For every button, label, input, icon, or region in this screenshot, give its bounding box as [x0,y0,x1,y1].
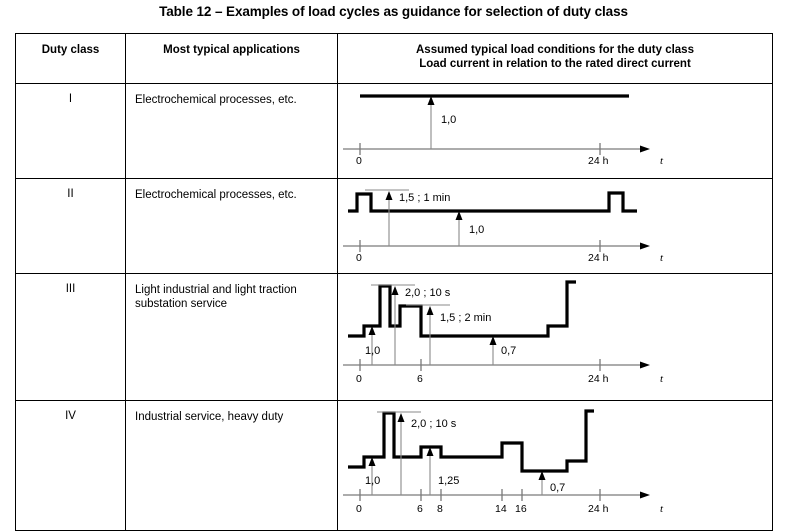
table-12: Duty class Most typical applications Ass… [15,33,773,531]
annotation-3-3: 0,7 [501,345,516,357]
duty-class-3: III [15,273,126,401]
annotation-2-0: 1,5 ; 1 min [399,192,450,204]
load-cycle-chart-4: 0 6 8 14 16 24 h t 1,0 2,0 [337,400,773,531]
tick-label-14: 14 [495,503,507,515]
annotation-4-2: 1,0 [365,475,380,487]
tick-label-0: 0 [356,373,362,385]
tick-label-6: 6 [417,503,423,515]
tick-label-16: 16 [515,503,527,515]
tick-label-24h: 24 h [588,373,609,385]
header-load-conditions-line1: Assumed typical load conditions for the … [416,44,694,56]
table-header-row: Duty class Most typical applications Ass… [15,33,773,84]
duty-class-1: I [15,83,126,179]
tick-label-24h: 24 h [588,252,609,262]
annotation-3-0: 2,0 ; 10 s [405,287,451,299]
application-4: Industrial service, heavy duty [125,400,338,531]
table-row: IV Industrial service, heavy duty 0 6 [15,400,773,531]
axis-variable-t: t [660,373,664,385]
annotation-1-0: 1,0 [441,114,456,126]
header-duty-class: Duty class [15,33,126,84]
header-load-conditions: Assumed typical load conditions for the … [337,33,773,84]
load-cycle-chart-3: 0 6 24 h t 1,0 2,0 ; 10 s [337,273,773,401]
table-row: III Light industrial and light traction … [15,273,773,401]
tick-label-0: 0 [356,252,362,262]
header-applications: Most typical applications [125,33,338,84]
tick-label-0: 0 [356,155,362,167]
axis-variable-t: t [660,503,664,515]
tick-label-8: 8 [437,503,443,515]
annotation-4-1: 1,25 [438,475,459,487]
load-cycle-chart-2: 0 24 h t 1,5 ; 1 min 1,0 [337,178,773,274]
duty-class-4: IV [15,400,126,531]
page-title: Table 12 – Examples of load cycles as gu… [159,4,628,19]
tick-label-24h: 24 h [588,155,609,167]
tick-label-6: 6 [417,373,423,385]
axis-variable-t: t [660,252,664,262]
document-page: Table 12 – Examples of load cycles as gu… [15,4,773,531]
application-3: Light industrial and light traction subs… [125,273,338,401]
annotation-3-2: 1,0 [365,345,380,357]
table-row: II Electrochemical processes, etc. 0 24 … [15,178,773,274]
annotation-3-1: 1,5 ; 2 min [440,312,491,324]
annotation-2-1: 1,0 [469,224,484,236]
duty-class-2: II [15,178,126,274]
tick-label-0: 0 [356,503,362,515]
axis-variable-t: t [660,155,664,167]
load-cycle-chart-1: 0 24 h t 1,0 [337,83,773,179]
annotation-4-0: 2,0 ; 10 s [411,418,457,430]
tick-label-24h: 24 h [588,503,609,515]
application-1: Electrochemical processes, etc. [125,83,338,179]
annotation-4-3: 0,7 [550,482,565,494]
application-2: Electrochemical processes, etc. [125,178,338,274]
table-row: I Electrochemical processes, etc. 0 24 h… [15,83,773,179]
header-load-conditions-line2: Load current in relation to the rated di… [419,58,691,70]
